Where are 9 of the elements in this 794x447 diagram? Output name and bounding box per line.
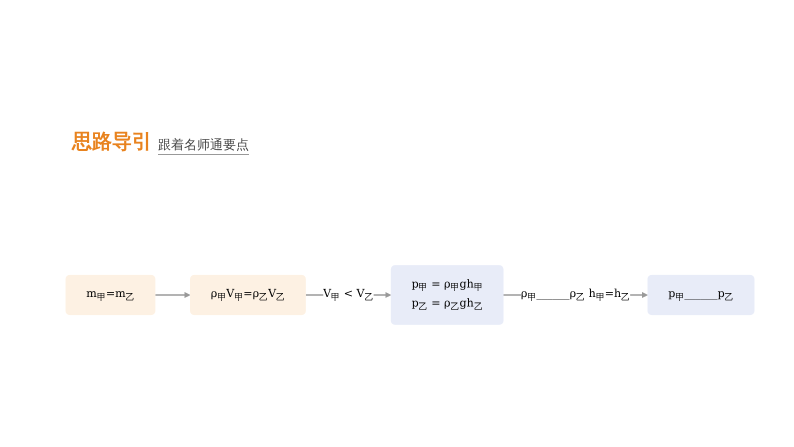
subheading: 跟着名师通要点 (158, 136, 249, 155)
edge-label: V$_{甲}$ < V$_{乙}$ (323, 286, 374, 303)
edge-label: ρ$_{甲}$______ρ$_{乙}$ h$_{甲}$=h$_{乙}$ (520, 286, 630, 303)
node-box: p$_{甲}$______p$_{乙}$ (648, 274, 754, 316)
arrow (155, 292, 190, 298)
node-box: p$_{甲}$ = ρ$_{甲}$gh$_{甲}$ p$_{乙}$ = ρ$_{乙}$gh$_{乙}$ (390, 265, 504, 325)
node-box: m$_{甲}$=m$_{乙}$ (66, 274, 156, 316)
node-box: ρ$_{甲}$V$_{甲}$=ρ$_{乙}$V$_{乙}$ (190, 274, 306, 316)
heading: 思路导引 (72, 128, 152, 155)
